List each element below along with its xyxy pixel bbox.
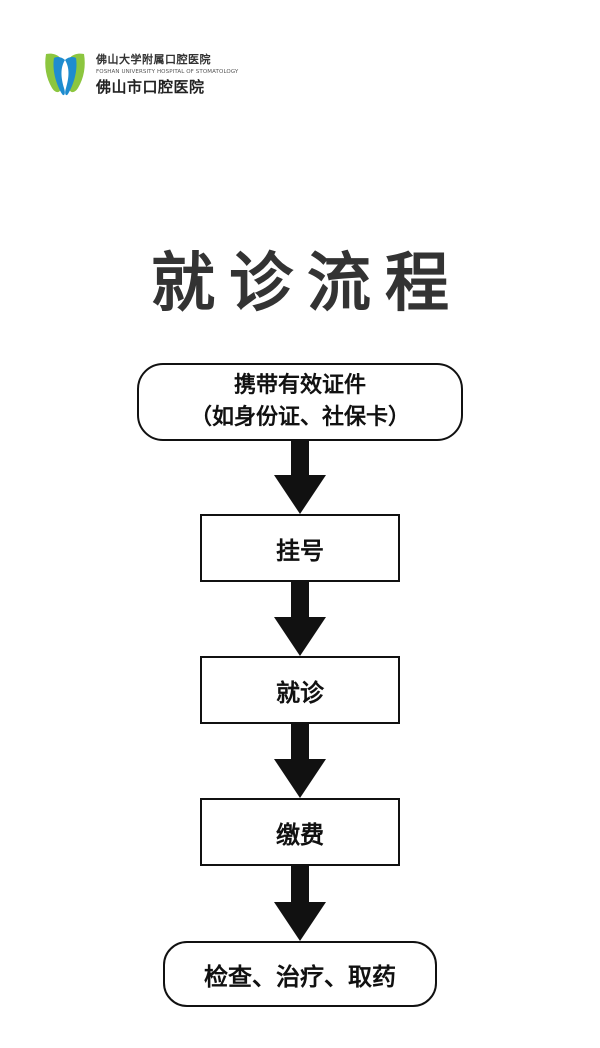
flow-node-payment: 缴费: [200, 798, 400, 866]
page-title: 就诊流程: [151, 247, 463, 321]
flow-arrow-1: [274, 441, 326, 514]
hospital-name-city: 佛山市口腔医院: [96, 78, 205, 96]
flow-node-register: 挂号: [200, 514, 400, 582]
flow-arrow-2: [274, 582, 326, 656]
flow-node-consult: 就诊: [200, 656, 400, 724]
flow-node-start-line1: 携带有效证件: [233, 373, 366, 398]
flow-arrow-3: [274, 724, 326, 798]
flow-node-start-line2: （如身份证、社保卡）: [189, 405, 410, 430]
hospital-name-english: FOSHAN UNIVERSITY HOSPITAL OF STOMATOLOG…: [96, 69, 239, 75]
hospital-name-block: 佛山大学附属口腔医院 FOSHAN UNIVERSITY HOSPITAL OF…: [96, 51, 238, 97]
flow-node-end: 检查、治疗、取药: [163, 941, 437, 1007]
hospital-name-university: 佛山大学附属口腔医院: [96, 53, 211, 66]
flow-node-start: 携带有效证件 （如身份证、社保卡）: [137, 363, 463, 441]
tooth-logo-icon: [45, 53, 85, 96]
hospital-header: 佛山大学附属口腔医院 FOSHAN UNIVERSITY HOSPITAL OF…: [42, 48, 282, 98]
flow-arrow-4: [274, 866, 326, 941]
